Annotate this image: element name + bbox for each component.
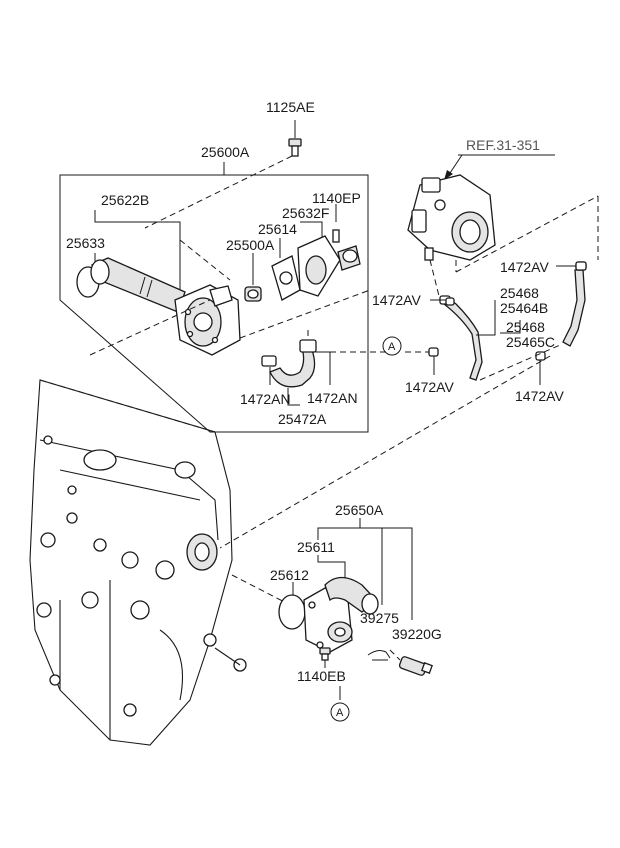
leader-25464b-bracket [476, 300, 496, 336]
water-pipe-25622b [90, 257, 186, 313]
clamp-1472av-a [445, 297, 455, 306]
leader-1472an-b [315, 351, 331, 385]
throttle-body [407, 174, 496, 261]
leader-25465c-bracket [500, 320, 521, 334]
marker-a-upper: A [388, 341, 396, 353]
water-outlet-housing [174, 284, 241, 356]
label-25468-b: 25468 [506, 319, 545, 335]
dash-throttle-left [429, 259, 441, 301]
leader-25611 [317, 555, 346, 580]
clamp-1472av-c [575, 261, 587, 271]
leader-25650a-bracket [317, 527, 413, 620]
ref-arrow [444, 170, 453, 180]
gasket-25612 [278, 594, 306, 630]
label-25611: 25611 [297, 539, 335, 555]
thermostat-25500a [244, 286, 262, 302]
label-25650a: 25650A [335, 502, 384, 518]
label-25472a: 25472A [278, 411, 327, 427]
label-25600a: 25600A [201, 144, 250, 160]
clamp-1472av-b [428, 347, 439, 357]
label-25614: 25614 [258, 221, 297, 237]
engine-block [29, 379, 247, 746]
label-1140eb: 1140EB [297, 668, 346, 684]
label-1125ae: 1125AE [266, 99, 315, 115]
label-25464b: 25464B [500, 300, 548, 316]
sensor-39220g [398, 656, 433, 676]
dash-lower-hose [479, 344, 561, 381]
dash-housing-to-hose [239, 289, 371, 339]
label-1472av-b: 1472AV [405, 379, 454, 395]
label-1472av-d: 1472AV [515, 388, 564, 404]
dash-sensor [389, 649, 401, 661]
label-25622b: 25622B [101, 192, 149, 208]
hose-25465c [562, 261, 587, 347]
assembly-frame-25600a [59, 174, 369, 433]
label-ref: REF.31-351 [466, 137, 540, 153]
bolt-1125ae [288, 120, 302, 157]
marker-a-upper-circle [382, 336, 402, 356]
label-1472an-b: 1472AN [307, 390, 358, 406]
hose-25472a [261, 339, 317, 388]
label-39220g: 39220G [392, 626, 442, 642]
label-1472av-c: 1472AV [500, 259, 549, 275]
bolt-1140eb [319, 647, 331, 661]
leader-25472a [287, 388, 300, 406]
clip-39275 [367, 650, 391, 661]
thermostat-cover-25632f [297, 229, 361, 297]
leader-25622b [94, 210, 181, 290]
label-25465c: 25465C [506, 334, 555, 350]
leader-ref [447, 154, 555, 177]
label-1472av-a: 1472AV [372, 292, 421, 308]
clamp-1472av-d [535, 351, 546, 361]
marker-a-lower-circle [330, 702, 350, 722]
label-25633: 25633 [66, 235, 105, 251]
label-25612: 25612 [270, 567, 309, 583]
label-25468-a: 25468 [500, 285, 539, 301]
dash-1125ae-to-housing [144, 155, 293, 229]
outlet-fitting-25611 [303, 576, 379, 653]
leader-25632f [300, 221, 323, 240]
marker-a-lower: A [336, 707, 344, 719]
label-25500a: 25500A [226, 237, 275, 253]
dash-pipe-to-engine [89, 299, 211, 356]
dash-frame-diagonal [179, 239, 231, 281]
dash-throttle-right [455, 195, 599, 273]
hose-25464b [439, 295, 483, 381]
dash-hose-to-engine [219, 355, 551, 549]
label-1472an-a: 1472AN [240, 391, 291, 407]
label-39275: 39275 [360, 610, 399, 626]
label-25632f: 25632F [282, 205, 329, 221]
label-1140ep: 1140EP [312, 190, 361, 206]
